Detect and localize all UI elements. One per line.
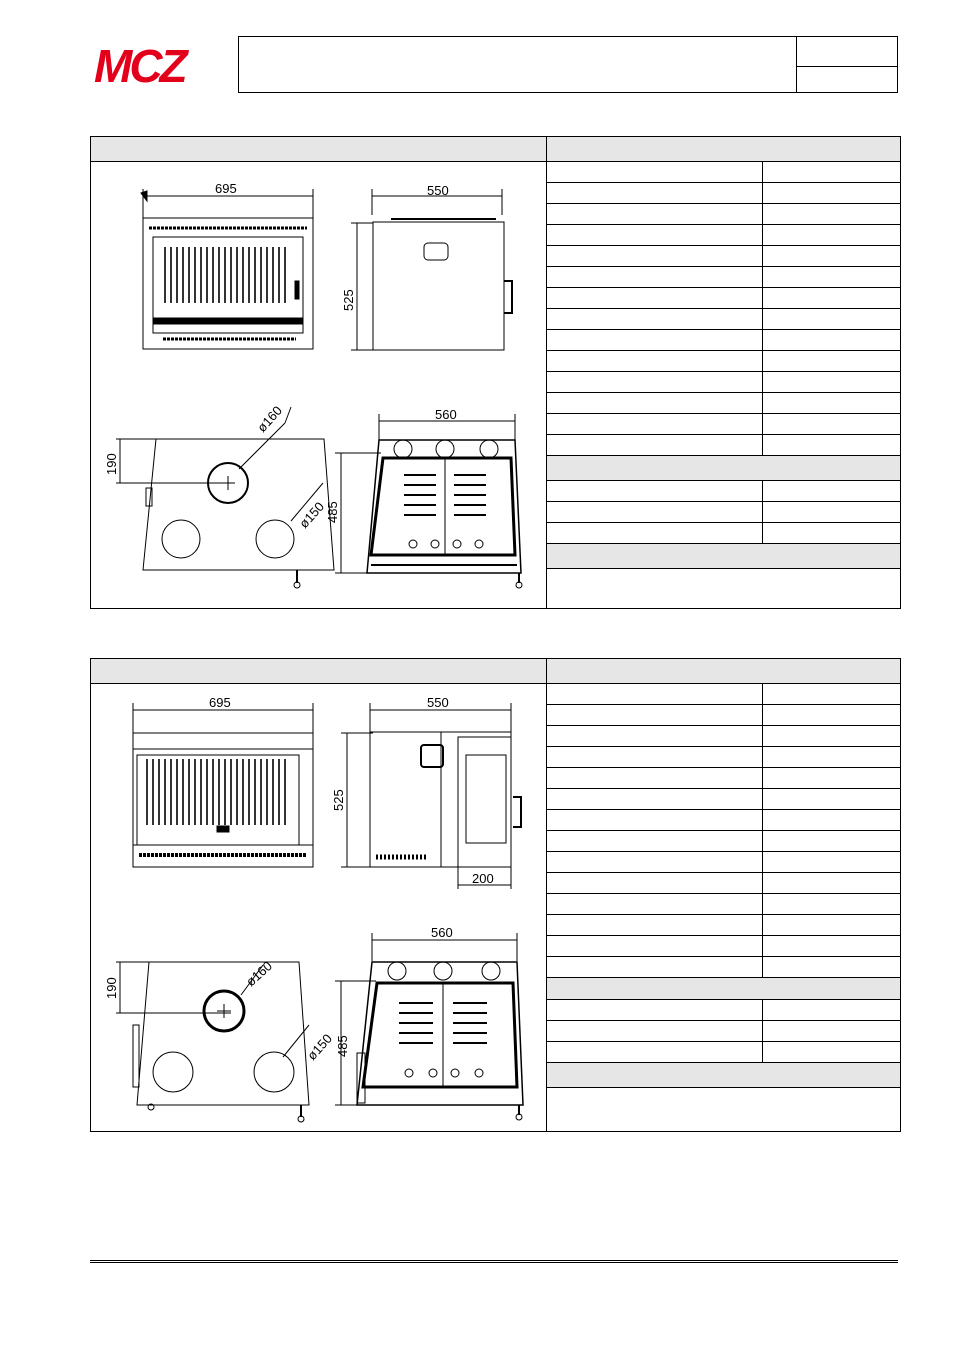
spec-row [547,481,900,502]
dim-bottom-height: 485 [325,501,340,523]
spec-row [547,831,900,852]
spec-row [547,684,900,705]
dim-side-height: 525 [331,789,346,811]
side-view [341,703,522,889]
technical-drawing-1: 695 550 525 190 ø160 ø150 560 485 [104,181,523,589]
spec-row [547,414,900,435]
spec-row [547,810,900,831]
spec-row [547,894,900,915]
spec-row [547,936,900,957]
spec-row [547,309,900,330]
spec-row [547,288,900,309]
spec-subheader [547,544,900,569]
spec-row [547,1021,900,1042]
spec-row [547,768,900,789]
technical-drawing-2: 695 550 525 200 190 ø160 ø150 560 485 [104,695,524,1123]
footer-rule [90,1260,898,1263]
dim-side-depth: 550 [427,183,449,198]
logo-text: MCZ [94,44,190,86]
brand-logo: MCZ [92,40,234,92]
section-header-bar [91,137,900,162]
spec-row [547,523,900,544]
spec-row [547,204,900,225]
spec-row [547,351,900,372]
spec-row [547,183,900,204]
header-divider [796,37,797,92]
spec-row [547,726,900,747]
rear-view [116,406,335,589]
dim-flue-main: ø160 [254,403,285,435]
section-header-bar [91,659,900,684]
spec-row [547,435,900,456]
spec-section-2: 695 550 525 200 190 ø160 ø150 560 485 [90,658,901,1132]
spec-subheader [547,1063,900,1088]
spec-row [547,372,900,393]
dim-bottom-width: 560 [431,925,453,940]
side-view [351,189,513,351]
bottom-view [335,414,523,589]
spec-row [547,705,900,726]
section-divider [546,659,547,1131]
section-divider [546,137,547,608]
spec-row [547,267,900,288]
spec-row [547,957,900,978]
dim-flue-secondary: ø150 [304,1031,335,1063]
spec-row [547,852,900,873]
spec-subheader [547,978,900,1000]
spec-row [547,393,900,414]
mcz-logo-icon: MCZ [94,40,193,92]
document-header-box [238,36,898,93]
dim-rear-top: 190 [104,977,119,999]
bottom-view [335,933,524,1121]
spec-row [547,162,900,183]
spec-row [547,246,900,267]
spec-row [547,873,900,894]
spec-row [547,502,900,523]
dim-bottom-height: 485 [335,1035,350,1057]
dim-side-height: 525 [341,289,356,311]
spec-row [547,1000,900,1021]
rear-view [116,961,310,1123]
dim-front-width: 695 [215,181,237,196]
spec-row [547,225,900,246]
dim-flue-secondary: ø150 [296,499,327,531]
dim-front-width: 695 [209,695,231,710]
header-divider-h [796,66,897,67]
spec-row [547,789,900,810]
dim-side-depth: 550 [427,695,449,710]
dim-side-extra: 200 [472,871,494,886]
dim-flue-main: ø160 [243,958,275,989]
front-view [132,703,314,868]
spec-row [547,1042,900,1063]
spec-row [547,915,900,936]
dim-rear-top: 190 [104,453,119,475]
spec-subheader [547,456,900,481]
dim-bottom-width: 560 [435,407,457,422]
spec-row [547,330,900,351]
front-view [140,189,314,350]
spec-section-1: 695 550 525 190 ø160 ø150 560 485 [90,136,901,609]
spec-row [547,747,900,768]
